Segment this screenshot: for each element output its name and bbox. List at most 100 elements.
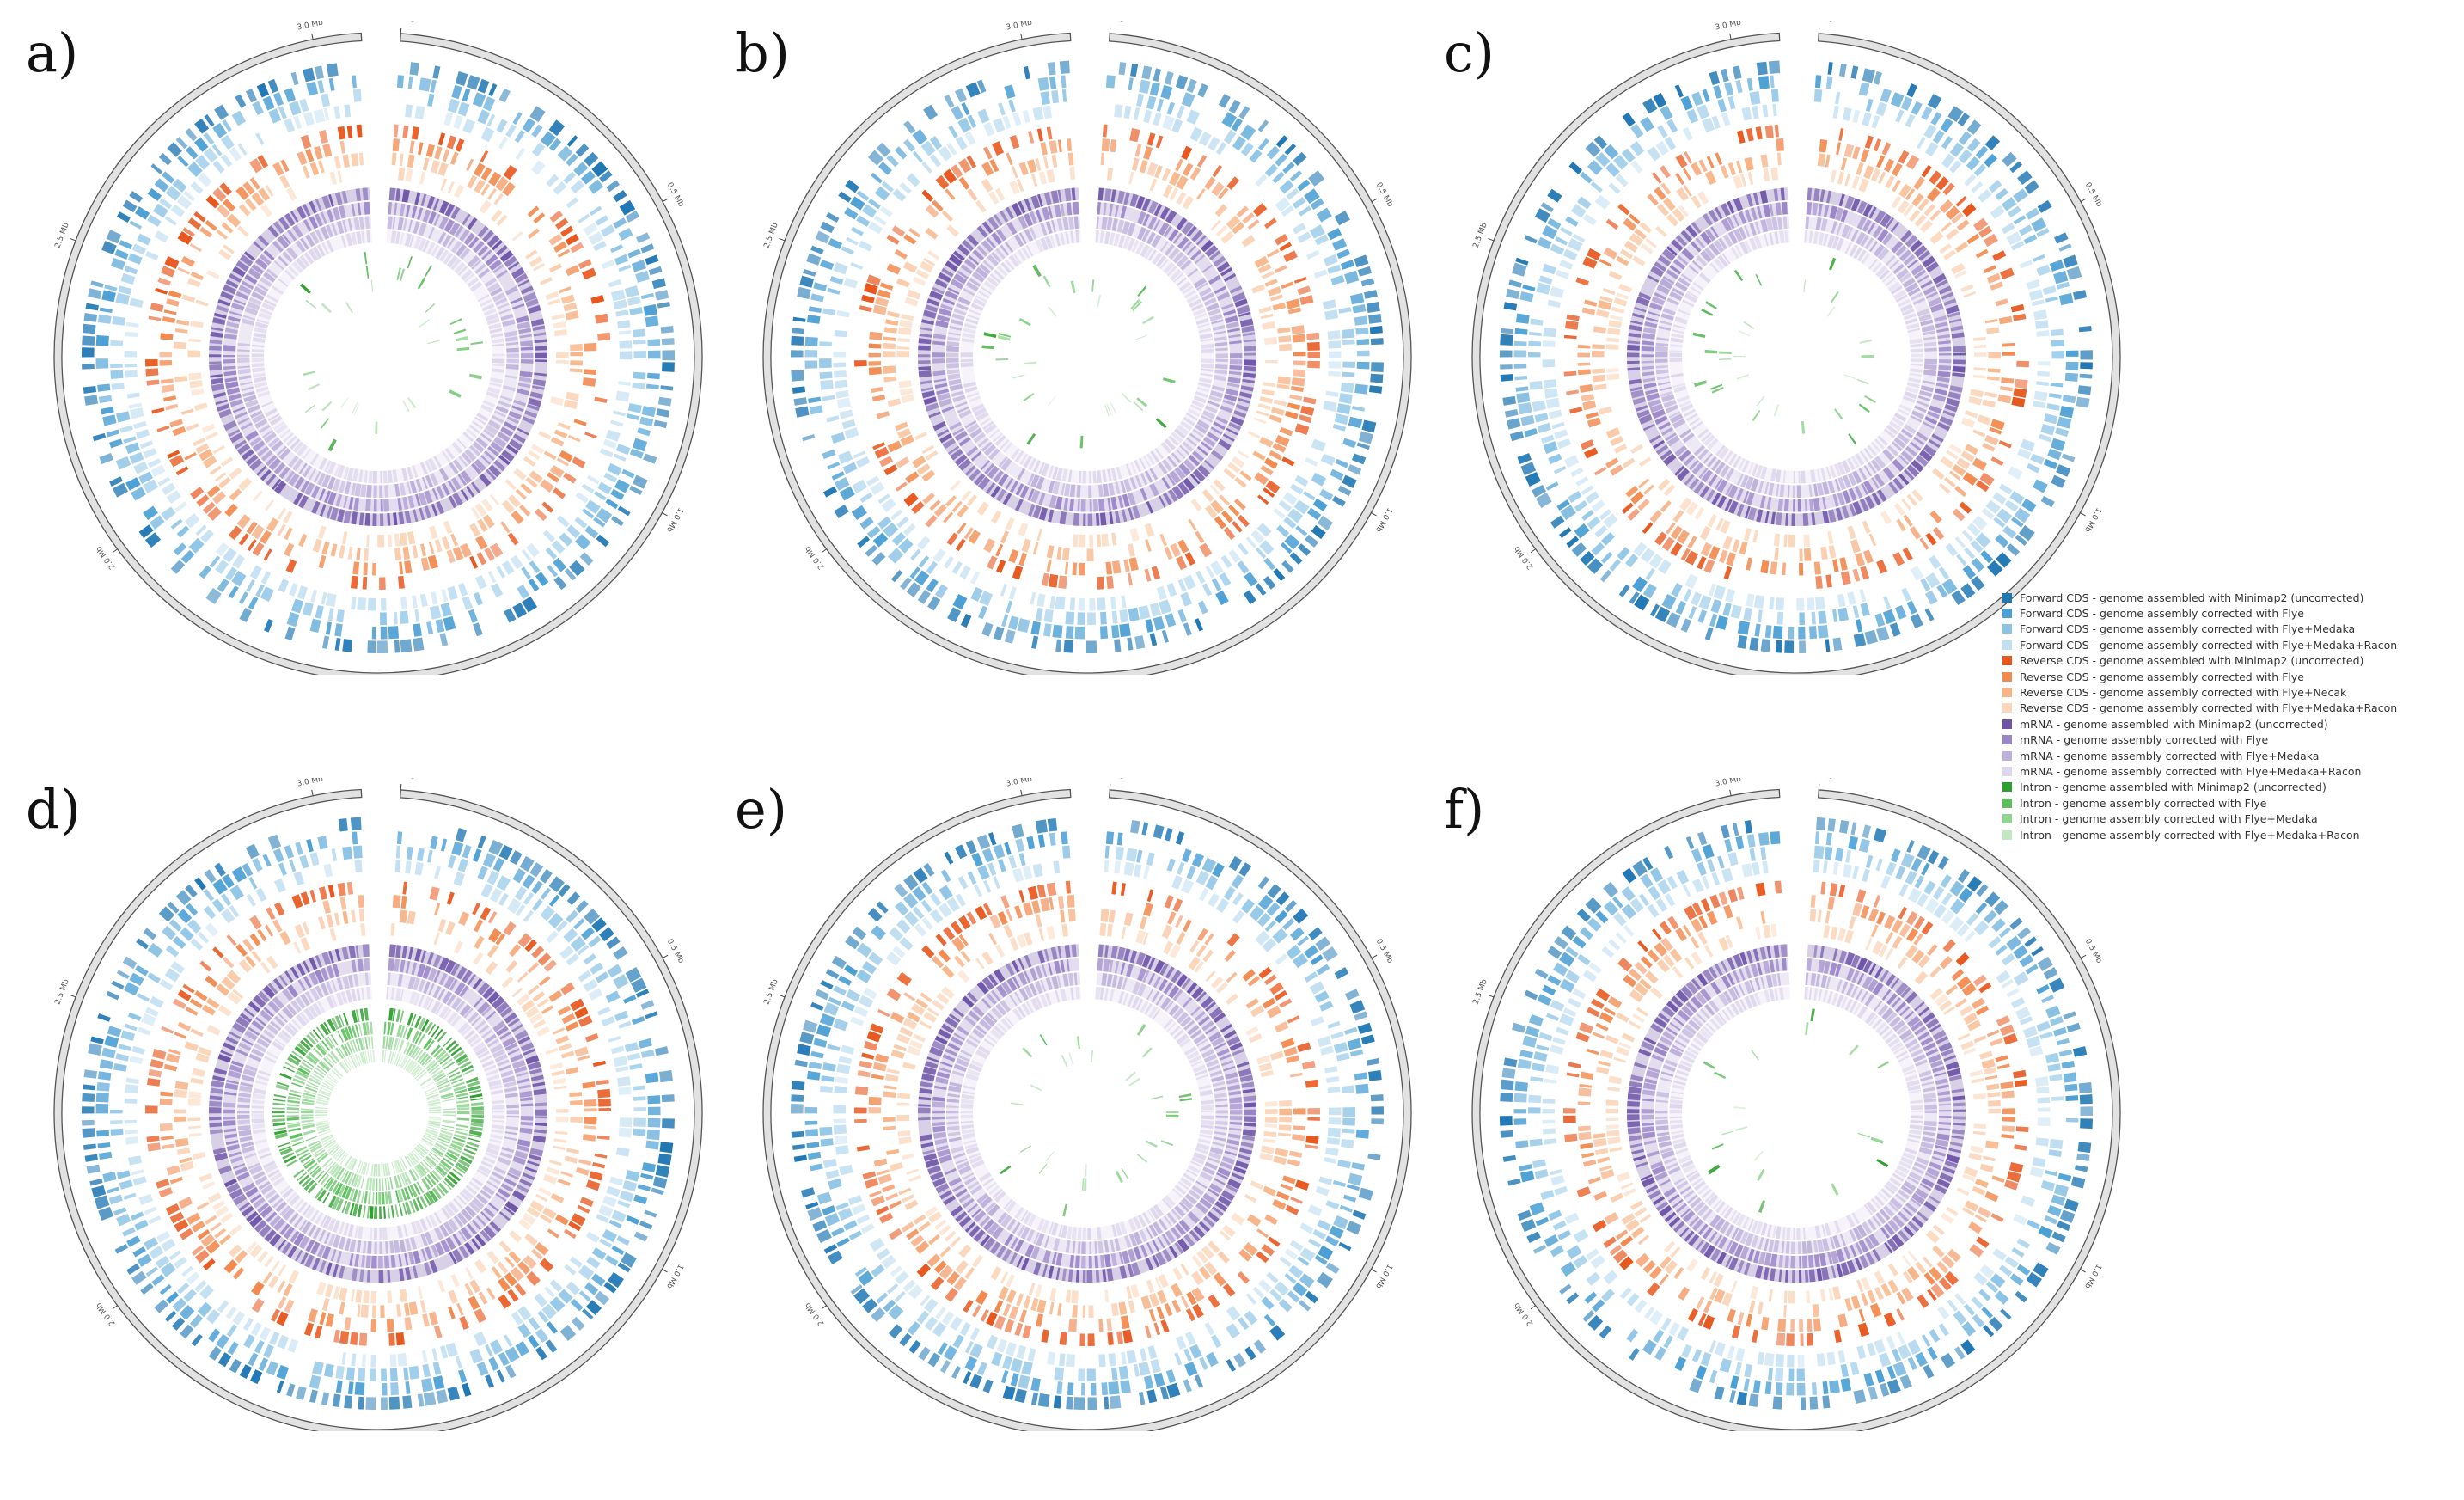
- feature-segment: [1122, 393, 1131, 402]
- feature-segment: [448, 1290, 458, 1304]
- feature-segment: [1530, 319, 1543, 326]
- feature-segment: [535, 1346, 547, 1360]
- feature-segment: [352, 831, 358, 844]
- feature-segment: [566, 265, 579, 276]
- feature-segment: [1929, 555, 1941, 570]
- feature-segment: [884, 327, 897, 334]
- feature-segment: [597, 1136, 610, 1140]
- feature-segment: [1249, 150, 1262, 163]
- feature-segment: [1967, 119, 1982, 135]
- feature-segment: [2032, 299, 2045, 306]
- feature-segment: [390, 1354, 397, 1367]
- feature-segment: [421, 1378, 433, 1392]
- feature-segment: [1267, 249, 1280, 258]
- feature-segment: [434, 866, 441, 879]
- feature-segment: [1089, 471, 1091, 484]
- feature-segment: [1543, 441, 1557, 454]
- feature-segment: [553, 1078, 566, 1085]
- feature-segment: [351, 817, 362, 830]
- feature-segment: [2066, 362, 2079, 370]
- tick-mark: [70, 238, 76, 241]
- feature-segment: [387, 1290, 392, 1303]
- feature-segment: [429, 542, 435, 554]
- feature-segment: [1632, 577, 1648, 593]
- feature-segment: [1641, 354, 1654, 357]
- feature-segment: [595, 1154, 608, 1159]
- feature-segment: [1834, 408, 1843, 419]
- feature-segment: [126, 1078, 139, 1084]
- feature-segment: [216, 1334, 229, 1349]
- feature-segment: [1030, 621, 1041, 635]
- feature-segment: [2038, 361, 2051, 365]
- feature-segment: [1594, 467, 1606, 475]
- feature-segment: [528, 962, 539, 973]
- feature-segment: [467, 75, 480, 90]
- feature-segment: [1042, 573, 1049, 586]
- feature-segment: [1275, 234, 1288, 246]
- feature-segment: [1353, 304, 1367, 313]
- feature-segment: [217, 1300, 229, 1313]
- feature-segment: [430, 836, 437, 850]
- feature-segment: [340, 397, 348, 407]
- feature-segment: [240, 1364, 252, 1379]
- feature-segment: [922, 493, 934, 505]
- feature-segment: [883, 351, 896, 357]
- feature-segment: [180, 1228, 193, 1240]
- feature-segment: [254, 1340, 265, 1354]
- feature-segment: [434, 1326, 443, 1339]
- feature-segment: [210, 466, 222, 475]
- feature-segment: [136, 429, 150, 439]
- feature-segment: [552, 540, 566, 554]
- feature-segment: [574, 419, 587, 426]
- feature-segment: [1799, 563, 1803, 576]
- feature-segment: [553, 1138, 566, 1143]
- feature-segment: [347, 126, 353, 138]
- feature-segment: [1176, 556, 1187, 570]
- feature-segment: [1329, 351, 1342, 358]
- feature-segment: [388, 534, 392, 547]
- feature-segment: [126, 1235, 140, 1246]
- feature-segment: [1592, 351, 1605, 357]
- feature-segment: [1727, 96, 1735, 109]
- feature-segment: [1039, 171, 1047, 185]
- feature-segment: [1012, 374, 1024, 378]
- feature-segment: [400, 1289, 408, 1302]
- feature-segment: [1023, 393, 1034, 401]
- feature-segment: [205, 432, 218, 440]
- feature-segment: [1895, 109, 1904, 122]
- feature-segment: [556, 1035, 570, 1044]
- feature-segment: [1856, 379, 1868, 385]
- feature-segment: [1876, 101, 1888, 116]
- feature-segment: [515, 886, 528, 901]
- feature-segment: [1336, 459, 1348, 468]
- feature-segment: [833, 352, 846, 358]
- feature-segment: [960, 352, 973, 357]
- feature-segment: [450, 318, 462, 325]
- feature-segment: [422, 1350, 428, 1363]
- feature-segment: [1357, 351, 1370, 357]
- feature-segment: [599, 927, 614, 941]
- feature-segment: [1162, 168, 1171, 181]
- feature-segment: [315, 605, 324, 619]
- feature-segment: [1538, 423, 1551, 433]
- feature-segment: [1121, 596, 1126, 609]
- feature-segment: [1581, 485, 1594, 495]
- feature-segment: [174, 1257, 187, 1269]
- feature-segment: [1215, 353, 1228, 358]
- feature-segment: [810, 405, 823, 414]
- feature-segment: [540, 479, 554, 493]
- feature-segment: [2055, 427, 2069, 437]
- feature-segment: [1737, 635, 1747, 649]
- feature-segment: [549, 1279, 562, 1292]
- feature-segment: [95, 1104, 108, 1114]
- feature-segment: [1197, 83, 1208, 97]
- feature-segment: [1149, 178, 1157, 191]
- feature-segment: [1630, 444, 1643, 454]
- feature-segment: [903, 120, 915, 134]
- feature-segment: [1112, 560, 1121, 574]
- feature-segment: [462, 596, 473, 609]
- feature-segment: [528, 1335, 540, 1349]
- feature-segment: [374, 499, 377, 512]
- feature-segment: [487, 188, 497, 200]
- feature-segment: [1953, 359, 1966, 364]
